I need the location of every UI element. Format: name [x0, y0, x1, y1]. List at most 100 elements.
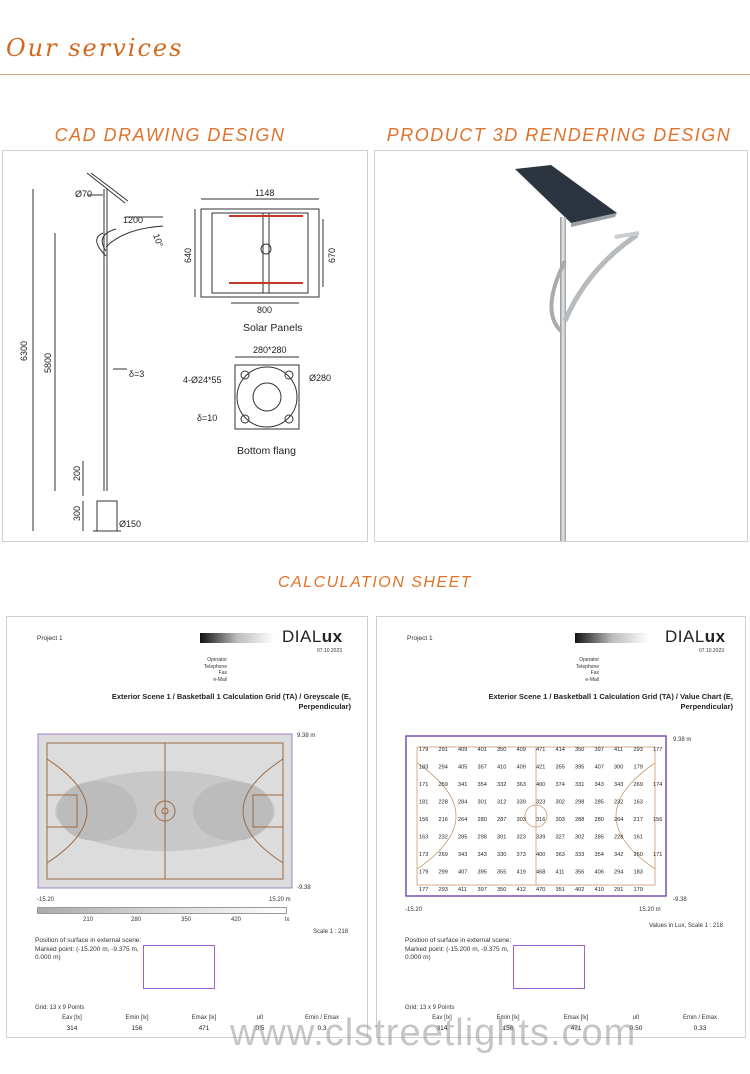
lux-value-cell: 411 — [458, 887, 467, 893]
scene-title: Exterior Scene 1 / Basketball 1 Calculat… — [111, 692, 351, 711]
position-marker-box — [513, 945, 585, 989]
dim-arm-length: 1200 — [123, 215, 143, 225]
y-axis-top: 9.38 m — [673, 737, 692, 743]
dialux-logo: DIALux — [282, 627, 343, 646]
lux-value-cell: 294 — [439, 765, 448, 771]
lux-value-cell: 174 — [653, 782, 662, 788]
grid-info: Grid: 13 x 9 Points — [405, 1005, 455, 1011]
lux-value-cell: 288 — [575, 817, 584, 823]
lux-value-cell: 354 — [595, 852, 604, 858]
dim-flange-circle: Ø280 — [309, 373, 331, 383]
lux-value-cell: 183 — [419, 765, 428, 771]
lux-value-cell: 156 — [653, 817, 662, 823]
dim-flange-size: 280*280 — [253, 345, 287, 355]
position-marker-box — [143, 945, 215, 989]
rendering-panel — [374, 150, 748, 542]
lux-value-cell: 280 — [595, 817, 604, 823]
lux-value-cell: 232 — [439, 835, 448, 841]
stat-value: 471 — [198, 1025, 210, 1032]
lux-value-cell: 468 — [536, 870, 545, 876]
lux-value-cell: 406 — [595, 870, 604, 876]
caption-bottom-flang: Bottom flang — [237, 445, 296, 457]
lux-value-cell: 303 — [556, 817, 565, 823]
lux-value-cell: 280 — [478, 817, 487, 823]
street-light-rendering — [515, 165, 640, 541]
project-name: Project 1 — [37, 635, 63, 642]
lux-value-cell: 216 — [439, 817, 448, 823]
lux-value-cell: 303 — [517, 817, 526, 823]
dim-arm-diameter: Ø70 — [75, 189, 92, 199]
lux-value-cell: 298 — [575, 800, 584, 806]
lux-value-cell: 407 — [595, 765, 604, 771]
lux-value-cell: 407 — [458, 870, 467, 876]
watermark-text: www.clstreetlights.com — [230, 1012, 637, 1054]
lux-value-cell: 291 — [614, 887, 623, 893]
stat-value: 0.33 — [693, 1025, 707, 1032]
lux-value-cell: 264 — [458, 817, 467, 823]
lux-value-cell: 323 — [517, 835, 526, 841]
lux-value-cell: 291 — [439, 747, 448, 753]
position-text: Position of surface in external scene:Ma… — [405, 937, 512, 961]
dim-arm-angle: 10° — [151, 232, 165, 249]
lux-value-cell: 421 — [536, 765, 545, 771]
legend-tick: 420 — [231, 917, 242, 923]
x-axis-left: -15.20 — [37, 897, 55, 903]
lux-value-cell: 228 — [614, 835, 623, 841]
lux-value-cell: 323 — [536, 800, 545, 806]
greyscale-court-plot — [37, 733, 293, 889]
lux-value-cell: 341 — [458, 782, 467, 788]
lux-value-cell: 302 — [556, 800, 565, 806]
lux-value-cell: 411 — [614, 747, 623, 753]
dim-base-diameter: Ø150 — [119, 519, 141, 529]
lux-value-cell: 232 — [614, 800, 623, 806]
dim-base-200: 200 — [72, 466, 82, 481]
lux-value-cell: 355 — [556, 765, 565, 771]
lux-value-cell: 395 — [575, 765, 584, 771]
legend-tick: 350 — [181, 917, 192, 923]
project-name: Project 1 — [407, 635, 433, 642]
sheet-date: 07.10.2023 — [699, 648, 725, 654]
header-divider — [0, 74, 750, 75]
lux-value-cell: 302 — [575, 835, 584, 841]
lux-value-cell: 332 — [497, 782, 506, 788]
stat-label: u0 — [632, 1015, 640, 1021]
lux-value-cell: 343 — [595, 782, 604, 788]
stat-label: Emax [lx] — [563, 1015, 589, 1021]
y-axis-top: 9.38 m — [297, 733, 316, 739]
lux-value-cell: 293 — [634, 747, 643, 753]
legend-tick: 280 — [131, 917, 142, 923]
lux-value-cell: 402 — [575, 887, 584, 893]
lux-value-cell: 173 — [419, 852, 428, 858]
lux-value-cell: 356 — [575, 870, 584, 876]
y-axis-bottom: -9.38 — [297, 885, 311, 891]
lux-value-cell: 163 — [634, 800, 643, 806]
lux-value-cell: 333 — [575, 852, 584, 858]
page-title: Our services — [6, 34, 184, 62]
lux-value-cell: 351 — [556, 887, 565, 893]
dim-flange-thickness: δ=10 — [197, 413, 217, 423]
stat-label: Emin / Emax — [682, 1015, 717, 1021]
cad-drawing-panel: Ø70 1200 10° 6300 5800 δ=3 200 300 Ø150 … — [2, 150, 368, 542]
stat-label: Emax [lx] — [191, 1015, 217, 1021]
lux-value-cell: 156 — [419, 817, 428, 823]
lux-value-cell: 300 — [614, 765, 623, 771]
stat-value: 0.50 — [629, 1025, 643, 1032]
lux-value-cell: 409 — [517, 765, 526, 771]
legend-unit: lx — [285, 917, 290, 923]
position-text: Position of surface in external scene:Ma… — [35, 937, 142, 961]
logo-gradient-bar — [575, 633, 649, 643]
lux-value-cell: 397 — [478, 887, 487, 893]
stat-value: 156 — [131, 1025, 143, 1032]
lux-value-cell: 350 — [497, 887, 506, 893]
lux-value-cell: 269 — [439, 852, 448, 858]
lux-value-cell: 373 — [517, 852, 526, 858]
stat-label: Eav [lx] — [432, 1015, 452, 1021]
dim-total-height: 6300 — [19, 341, 29, 361]
lux-value-cell: 285 — [458, 835, 467, 841]
lux-value-cell: 217 — [634, 817, 643, 823]
lux-value-cell: 410 — [595, 887, 604, 893]
